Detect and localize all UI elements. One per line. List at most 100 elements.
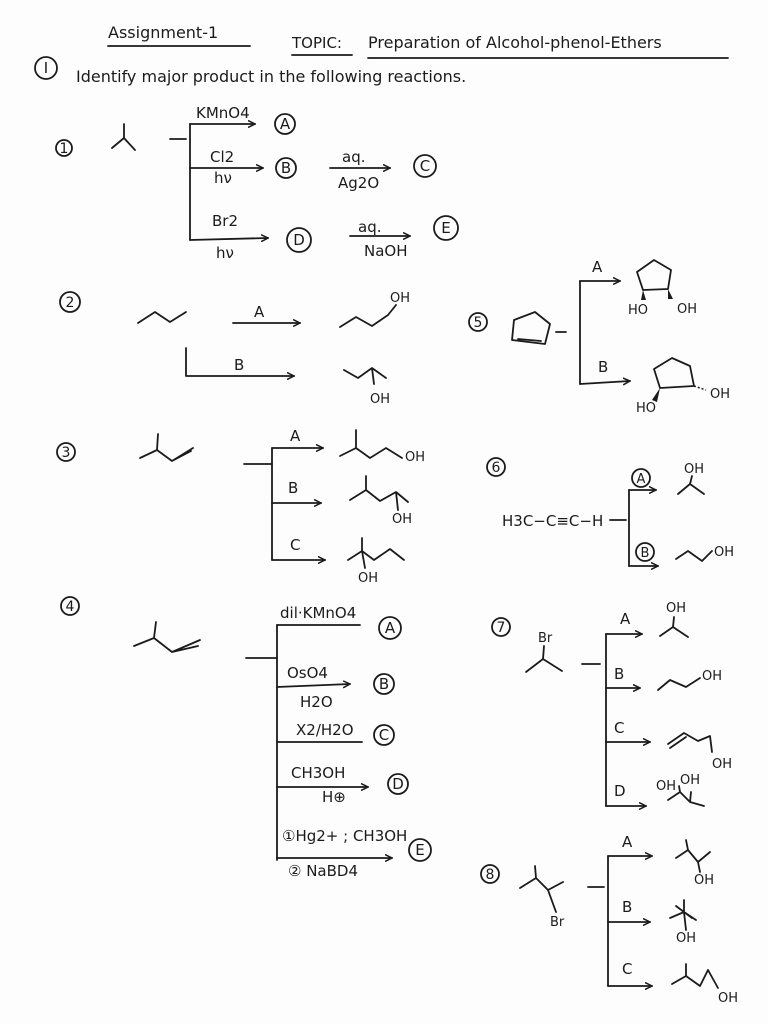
product-label: C [379, 726, 389, 744]
question-1: 1 KMnO4 A Cl2 hν B aq. Ag2O C Br2 hν D a… [55, 104, 459, 262]
product-structure [675, 839, 711, 873]
product-label: HO [636, 401, 656, 416]
reagent-label: dil·KMnO4 [280, 604, 356, 622]
reagent-condition: ② NaBD4 [288, 862, 358, 880]
reagent-label: aq. [342, 148, 365, 166]
product-label: OH [684, 462, 704, 477]
reagent-label: Cl2 [210, 148, 234, 166]
product-label: OH [718, 991, 738, 1006]
product-label: OH [677, 302, 697, 317]
product-label: OH [680, 773, 700, 788]
reagent-label: A [290, 427, 301, 445]
reagent-label: CH3OH [291, 764, 345, 782]
header: Assignment-1 TOPIC: Preparation of Alcoh… [107, 23, 729, 59]
reagent-condition: H⊕ [322, 788, 346, 806]
question-number-circle [486, 457, 506, 477]
reaction-arrow [185, 347, 294, 376]
question-3: 3 A OH B OH C OH [56, 427, 425, 586]
product-structure [669, 899, 697, 931]
product-structure [657, 677, 701, 691]
product-circle [433, 215, 459, 241]
reagent-label: B [598, 358, 608, 376]
question-number-circle [468, 312, 488, 332]
reagent-condition: hν [214, 169, 232, 187]
question-number-circle [56, 442, 76, 462]
product-structure [339, 304, 397, 328]
reactant-label: Br [538, 631, 553, 646]
product-circle [387, 773, 409, 795]
reagent-label: B [622, 898, 632, 916]
product-label: OH [358, 571, 378, 586]
product-structure [349, 475, 409, 511]
reagent-label: OsO4 [287, 664, 328, 682]
reactant-label: Br [550, 915, 565, 930]
product-circle [373, 724, 395, 746]
product-circle [286, 227, 312, 253]
product-structure [339, 429, 403, 459]
question-number-circle [60, 596, 80, 616]
product-label: OH [714, 545, 734, 560]
question-number: 5 [474, 315, 483, 331]
product-circle [408, 838, 432, 862]
product-label: OH [712, 757, 732, 772]
product-circle [274, 113, 296, 135]
product-circle [413, 154, 437, 178]
reagent-label: A [592, 258, 603, 276]
product-label: OH [694, 873, 714, 888]
product-label: OH [370, 392, 390, 407]
question-number: 2 [66, 295, 75, 311]
isobutane-structure [111, 123, 136, 151]
reaction-arrow [579, 381, 630, 384]
topic-label: TOPIC: [291, 34, 342, 52]
wedge-bond [652, 388, 660, 402]
reagent-label: B [614, 665, 624, 683]
product-structure [677, 475, 705, 495]
question-number: 1 [60, 141, 69, 157]
question-5: 5 A HO OH B HO OH [468, 258, 730, 416]
question-number-circle [480, 864, 500, 884]
product-label: D [392, 775, 404, 793]
product-circle [635, 542, 655, 562]
product-label: A [385, 619, 396, 637]
section-heading: I Identify major product in the followin… [34, 56, 466, 86]
reagent-label: X2/H2O [296, 721, 354, 739]
product-label: OH [392, 512, 412, 527]
question-number: 6 [492, 460, 501, 476]
product-label: OH [702, 669, 722, 684]
product-circle [373, 673, 395, 695]
question-2: 2 A OH B OH [59, 291, 410, 407]
product-label: C [420, 157, 430, 175]
cyclopentanediol-structure [653, 357, 695, 389]
question-number-circle [491, 617, 511, 637]
product-label: E [415, 841, 424, 859]
product-structure [671, 963, 719, 989]
reagent-label: A [637, 472, 646, 487]
reagent-label: C [622, 960, 632, 978]
reagent-label: A [622, 833, 633, 851]
question-4: 4 dil·KMnO4 A OsO4 H2O B X2/H2O C CH3OH … [60, 596, 432, 880]
question-7: 7 Br A OH B OH C OH D OH OH [491, 601, 732, 806]
question-number: 4 [66, 599, 75, 615]
section-instruction: Identify major product in the following … [76, 67, 466, 86]
assignment-title: Assignment-1 [108, 23, 218, 42]
product-circle [631, 468, 651, 488]
methylbutene-structure [139, 433, 194, 462]
reagent-label: B [641, 546, 650, 561]
product-structure [343, 367, 387, 385]
question-number: 7 [497, 620, 506, 636]
reagent-label: B [234, 356, 244, 374]
reagent-label: A [254, 303, 265, 321]
reagent-label: Br2 [212, 212, 238, 230]
reagent-condition: Ag2O [338, 174, 379, 192]
product-structure [347, 537, 405, 569]
question-number-circle [59, 291, 81, 313]
product-structure [659, 616, 689, 638]
reagent-condition: NaOH [364, 242, 408, 260]
reagent-label: KMnO4 [196, 104, 250, 122]
question-number: 8 [486, 867, 495, 883]
section-circle [34, 56, 58, 80]
product-label: A [280, 115, 291, 133]
reagent-label: C [614, 719, 624, 737]
product-label: B [379, 675, 389, 693]
